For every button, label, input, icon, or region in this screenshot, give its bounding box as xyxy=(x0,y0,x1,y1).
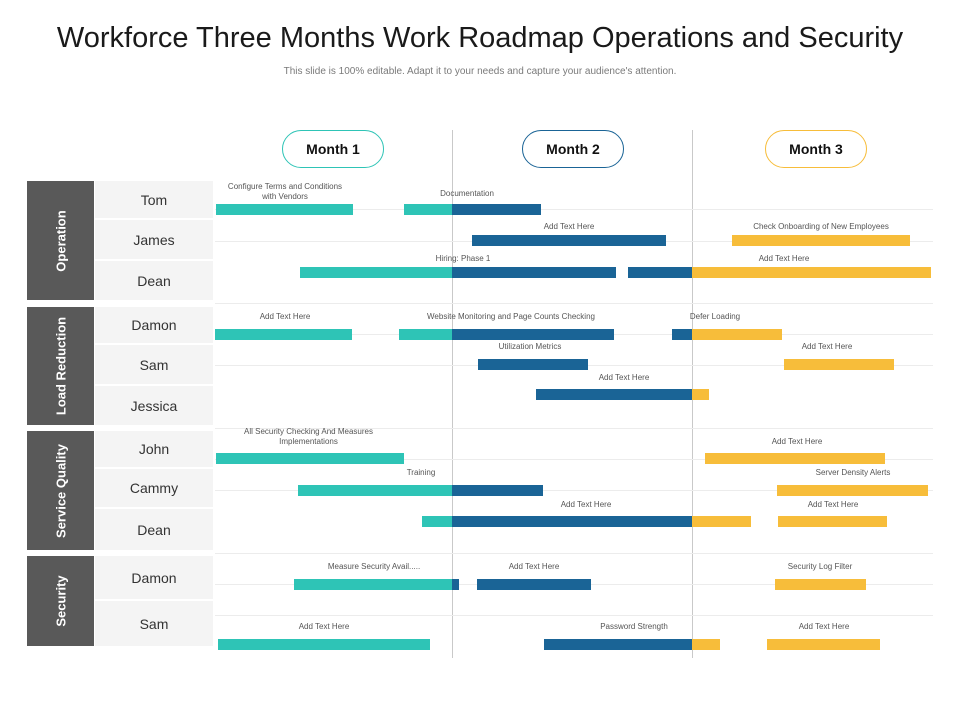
member-name: Dean xyxy=(95,261,213,300)
member-name: Damon xyxy=(95,307,213,343)
row-divider xyxy=(215,459,933,460)
task-label: Add Text Here xyxy=(259,312,311,321)
task-bar xyxy=(452,485,543,496)
task-bar xyxy=(399,329,452,340)
month-divider-1 xyxy=(452,130,453,658)
member-name: Damon xyxy=(95,556,213,599)
page-subtitle: This slide is 100% editable. Adapt it to… xyxy=(283,66,677,77)
task-label: Check Onboarding of New Employees xyxy=(753,222,889,231)
task-label: Add Text Here xyxy=(801,342,853,351)
group-security: Security xyxy=(27,556,94,646)
task-bar xyxy=(452,329,614,340)
row-divider xyxy=(215,209,933,210)
task-bar xyxy=(628,267,692,278)
task-label: Measure Security Avail..... xyxy=(327,562,421,571)
task-bar xyxy=(472,235,666,246)
task-bar xyxy=(692,267,931,278)
task-bar xyxy=(692,639,720,650)
member-name: Tom xyxy=(95,181,213,218)
task-label: Add Text Here xyxy=(771,437,823,446)
task-bar xyxy=(775,579,866,590)
task-bar xyxy=(452,579,459,590)
task-label: Configure Terms and Conditions with Vend… xyxy=(227,182,343,201)
task-bar xyxy=(732,235,910,246)
task-label: Utilization Metrics xyxy=(498,342,562,351)
group-load-reduction: Load Reduction xyxy=(27,307,94,425)
member-name: James xyxy=(95,220,213,259)
row-divider xyxy=(215,615,933,616)
task-label: Security Log Filter xyxy=(787,562,853,571)
group-label: Load Reduction xyxy=(53,316,68,416)
task-bar xyxy=(218,639,430,650)
task-bar xyxy=(404,204,452,215)
row-divider xyxy=(215,553,933,554)
task-label: Website Monitoring and Page Counts Check… xyxy=(427,312,595,321)
task-bar xyxy=(672,329,692,340)
task-bar xyxy=(778,516,887,527)
member-name: Sam xyxy=(95,601,213,646)
task-bar xyxy=(536,389,692,400)
task-label: Hiring: Phase 1 xyxy=(435,254,491,263)
member-name: Jessica xyxy=(95,386,213,425)
task-bar xyxy=(298,485,452,496)
row-divider xyxy=(215,303,933,304)
task-label: All Security Checking And Measures Imple… xyxy=(244,427,373,446)
task-bar xyxy=(452,516,692,527)
group-operation: Operation xyxy=(27,181,94,300)
task-bar xyxy=(692,329,782,340)
group-label: Operation xyxy=(53,209,68,272)
task-label: Add Text Here xyxy=(560,500,612,509)
task-label: Add Text Here xyxy=(598,373,650,382)
task-bar xyxy=(477,579,591,590)
task-bar xyxy=(784,359,894,370)
member-name: Dean xyxy=(95,509,213,550)
task-bar xyxy=(544,639,692,650)
task-label: Add Text Here xyxy=(798,622,850,631)
task-bar xyxy=(422,516,452,527)
task-bar xyxy=(692,389,709,400)
month-1-pill: Month 1 xyxy=(282,130,384,168)
task-bar xyxy=(452,204,541,215)
task-label: Defer Loading xyxy=(689,312,741,321)
task-bar xyxy=(215,329,352,340)
task-label: Documentation xyxy=(440,189,494,198)
task-bar xyxy=(692,516,751,527)
task-bar xyxy=(294,579,452,590)
task-label: Add Text Here xyxy=(543,222,595,231)
group-label: Service Quality xyxy=(53,443,68,538)
task-label: Add Text Here xyxy=(298,622,350,631)
month-3-pill: Month 3 xyxy=(765,130,867,168)
task-bar xyxy=(705,453,885,464)
task-label: Add Text Here xyxy=(508,562,560,571)
task-bar xyxy=(300,267,452,278)
task-bar xyxy=(478,359,588,370)
task-bar xyxy=(216,453,404,464)
task-bar xyxy=(452,267,616,278)
task-label: Add Text Here xyxy=(807,500,859,509)
page-title: Workforce Three Months Work Roadmap Oper… xyxy=(56,22,904,54)
member-name: Sam xyxy=(95,345,213,384)
group-service-quality: Service Quality xyxy=(27,431,94,550)
row-divider xyxy=(215,428,933,429)
row-divider xyxy=(215,490,933,491)
member-name: John xyxy=(95,431,213,467)
month-2-pill: Month 2 xyxy=(522,130,624,168)
member-name: Cammy xyxy=(95,469,213,507)
task-bar xyxy=(216,204,353,215)
task-bar xyxy=(777,485,928,496)
task-label: Password Strength xyxy=(600,622,668,631)
task-label: Training xyxy=(406,468,436,477)
group-label: Security xyxy=(53,575,68,627)
task-bar xyxy=(767,639,880,650)
task-label: Server Density Alerts xyxy=(815,468,891,477)
task-label: Add Text Here xyxy=(758,254,810,263)
